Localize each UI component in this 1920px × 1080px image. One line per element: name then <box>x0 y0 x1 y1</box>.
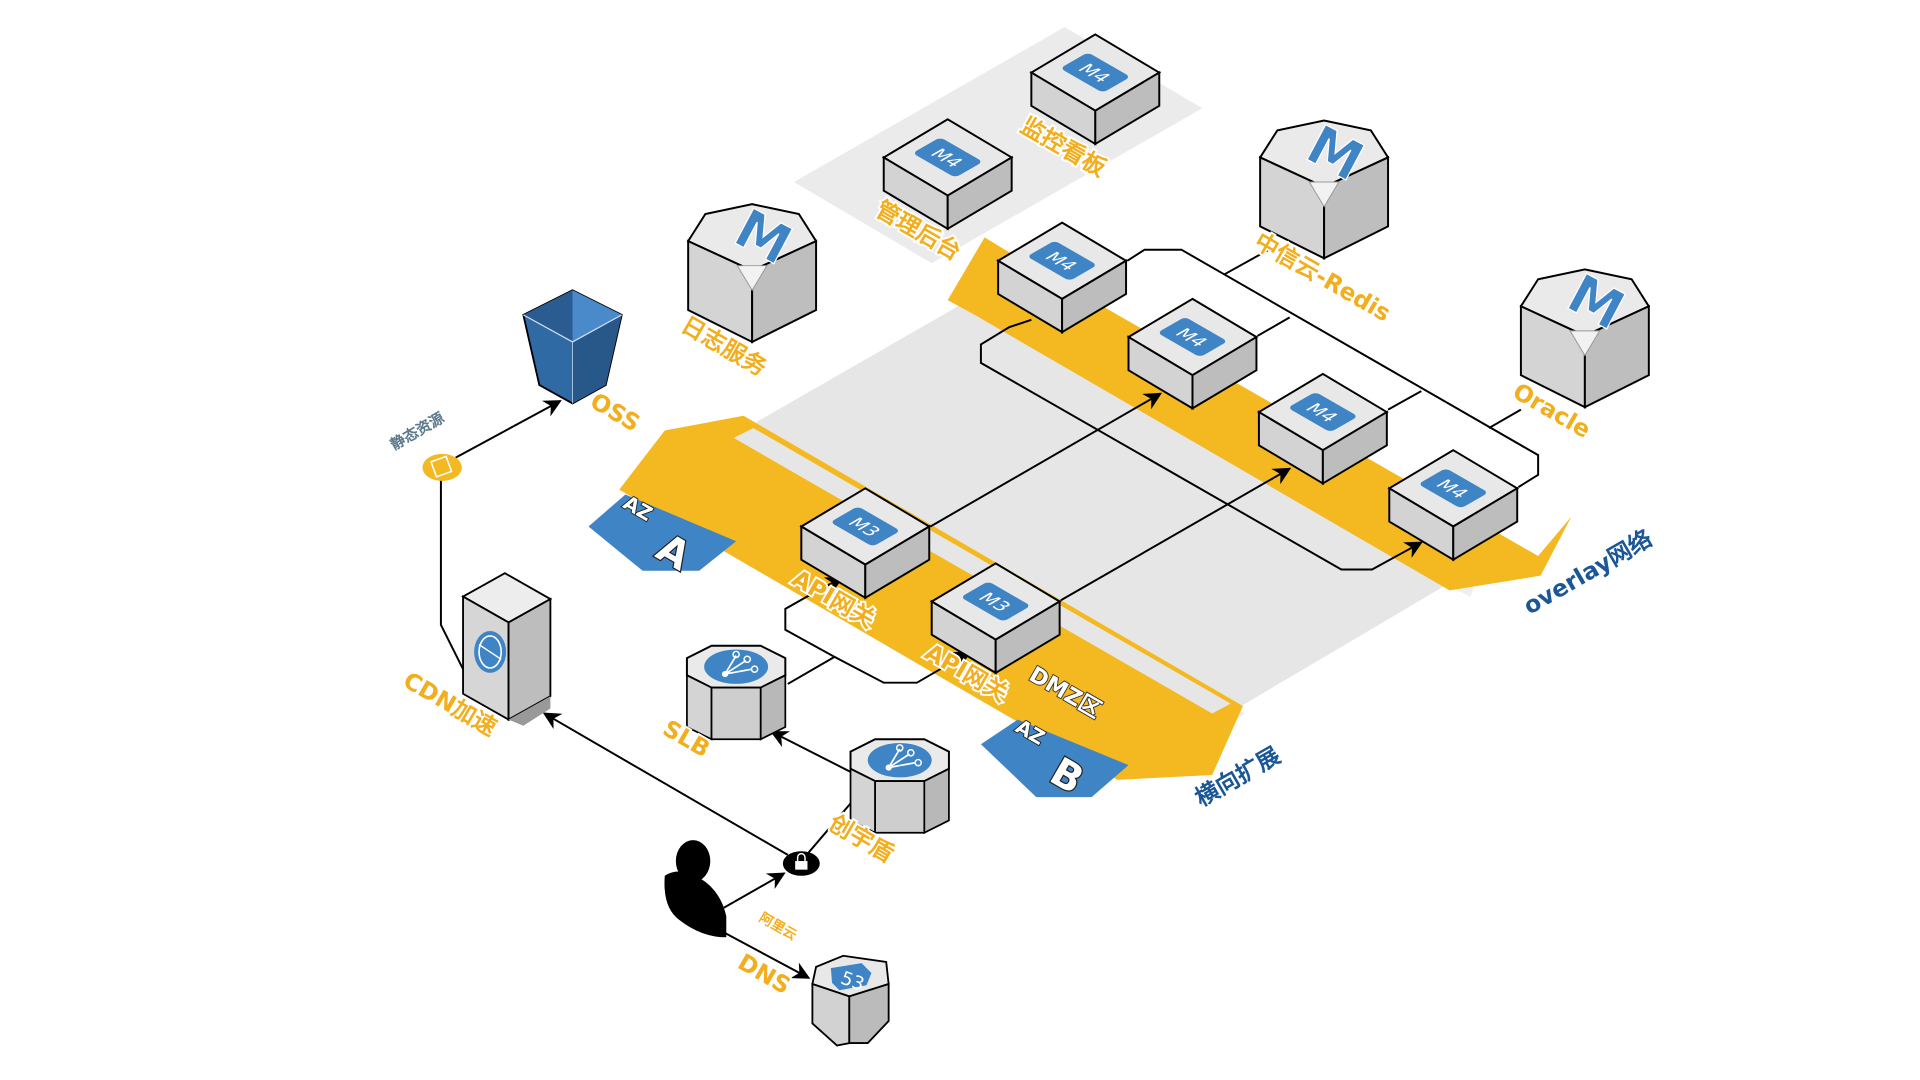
log-service-node[interactable]: M <box>686 196 818 344</box>
octa-side-2 <box>710 686 762 741</box>
badge-bg <box>832 507 898 546</box>
server-admin-console[interactable]: M4 <box>881 118 1014 231</box>
wire-lock-cdn <box>542 712 789 856</box>
server-m4-3[interactable]: M4 <box>1256 372 1389 486</box>
octa-side-3 <box>923 767 950 835</box>
server-api-gateway-b[interactable]: M3 <box>929 562 1062 675</box>
slb-node[interactable] <box>685 644 787 741</box>
az-b-tag: AZ B <box>980 714 1129 805</box>
server-monitor-dashboard[interactable]: M4 <box>1029 33 1162 146</box>
server-m4-2[interactable]: M4 <box>1126 297 1259 411</box>
cube-right <box>1061 259 1128 334</box>
lock-icon[interactable] <box>782 851 820 876</box>
cube-right <box>994 599 1061 675</box>
server-m4-4[interactable]: M4 <box>1387 449 1520 562</box>
wire-redis <box>1223 242 1281 276</box>
cube-right <box>1094 70 1161 146</box>
hex-right <box>1583 304 1650 409</box>
cube-right <box>946 155 1013 231</box>
hex-right <box>1323 155 1390 260</box>
wire-slb-gw-a <box>784 577 844 685</box>
main-zone <box>728 285 1483 720</box>
label-dns-vendor: 阿里云 <box>756 910 800 944</box>
wire-gw-b-m4 <box>1060 467 1292 602</box>
globe-icon <box>474 631 507 673</box>
wire-oracle <box>1488 408 1522 429</box>
cube-right <box>1191 335 1258 411</box>
badge: M4 <box>1029 241 1095 280</box>
user-icon[interactable] <box>664 840 727 938</box>
redis-node[interactable]: M <box>1258 112 1390 260</box>
badge-bg <box>1290 393 1356 431</box>
badge-bg <box>963 582 1029 621</box>
label-oss: OSS <box>586 387 645 437</box>
cube-right <box>1452 486 1519 562</box>
load-balancer-icon <box>704 649 769 684</box>
hex-notch <box>1569 330 1601 357</box>
wire-slb-gw-b <box>834 651 972 684</box>
label-dns: DNS <box>733 948 795 1000</box>
wire-gw-a-m4 <box>929 392 1163 528</box>
hex-right <box>751 239 818 344</box>
wire-shield-slb <box>770 731 853 774</box>
wire-m4-3-bus <box>1387 390 1422 411</box>
connections <box>439 242 1540 979</box>
server-api-gateway-a[interactable]: M3 <box>799 487 932 600</box>
hex-notch <box>736 265 768 292</box>
cube-right <box>1321 410 1388 486</box>
dns-node[interactable]: 53 <box>811 954 890 1047</box>
wire-user-lock <box>723 872 786 909</box>
badge: M4 <box>1159 318 1226 356</box>
badge-bg <box>1062 53 1128 92</box>
wire-static-oss <box>455 400 562 459</box>
wire-m4-2-bus <box>1257 316 1291 337</box>
badge-bg <box>1420 469 1486 508</box>
octa-side-2 <box>874 780 926 834</box>
bucket-icon[interactable] <box>522 289 623 405</box>
wire-loop-m4 <box>979 318 1423 571</box>
oracle-node[interactable]: M <box>1519 261 1651 409</box>
wire-cdn-static <box>439 479 467 675</box>
badge-bg <box>915 138 981 177</box>
badge-bg <box>1159 318 1226 356</box>
document-icon[interactable] <box>422 453 462 481</box>
hex-notch <box>1308 181 1340 208</box>
octa-side-3 <box>759 673 787 741</box>
badge-bg <box>1029 241 1095 280</box>
cdn-server[interactable] <box>461 572 553 726</box>
shield-node[interactable] <box>849 738 950 835</box>
badge: M4 <box>1290 393 1356 431</box>
route53-icon <box>830 963 872 991</box>
label-static: 静态资源 <box>387 408 447 453</box>
dmz-band <box>619 415 1243 780</box>
cube-right <box>864 524 931 600</box>
wire-m4-backbone <box>1126 248 1540 488</box>
load-balancer-icon <box>867 742 932 778</box>
wire-lock-shield <box>807 801 853 854</box>
server-m4-1[interactable]: M4 <box>996 221 1128 334</box>
wire-user-dns <box>723 931 811 979</box>
